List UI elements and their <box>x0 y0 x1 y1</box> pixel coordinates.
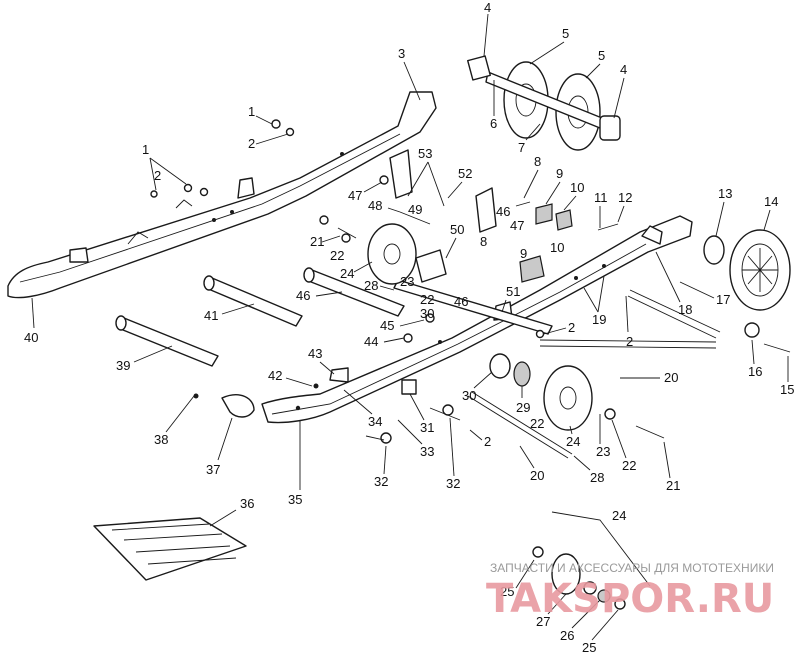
callout-40: 40 <box>24 330 38 345</box>
callout-33: 33 <box>420 444 434 459</box>
callout-12: 12 <box>618 190 632 205</box>
callout-21-a: 21 <box>310 234 324 249</box>
callout-29: 29 <box>516 400 530 415</box>
callout-4-a: 4 <box>484 0 491 15</box>
callout-36: 36 <box>240 496 254 511</box>
right-rail <box>261 215 693 424</box>
callout-46-c: 46 <box>496 204 510 219</box>
callout-51: 51 <box>506 284 520 299</box>
callout-5-b: 5 <box>598 48 605 63</box>
upper-idler-wheels <box>467 55 621 151</box>
callout-42: 42 <box>268 368 282 383</box>
callout-28-b: 28 <box>590 470 604 485</box>
callout-41: 41 <box>204 308 218 323</box>
callout-15: 15 <box>780 382 794 397</box>
callout-13: 13 <box>718 186 732 201</box>
callout-47-b: 47 <box>510 218 524 233</box>
track-protector-inset <box>93 517 247 581</box>
callout-52: 52 <box>458 166 472 181</box>
callout-20-b: 20 <box>530 468 544 483</box>
callout-30-a: 30 <box>420 306 434 321</box>
callout-1-a: 1 <box>248 104 255 119</box>
brackets <box>221 149 573 418</box>
callout-46-a: 46 <box>296 288 310 303</box>
callout-44: 44 <box>364 334 378 349</box>
callout-22-b: 22 <box>420 292 434 307</box>
callout-28-a: 28 <box>364 278 378 293</box>
callout-39: 39 <box>116 358 130 373</box>
callout-23-b: 23 <box>596 444 610 459</box>
callout-48: 48 <box>368 198 382 213</box>
callouts: 1 1 2 2 2 2 2 3 4 4 5 5 6 7 8 8 9 9 10 <box>24 0 794 654</box>
callout-17: 17 <box>716 292 730 307</box>
callout-6: 6 <box>490 116 497 131</box>
callout-3: 3 <box>398 46 405 61</box>
callout-24-c: 24 <box>612 508 626 523</box>
callout-25-a: 25 <box>500 584 514 599</box>
callout-32-b: 32 <box>446 476 460 491</box>
callout-10-b: 10 <box>550 240 564 255</box>
callout-19: 19 <box>592 312 606 327</box>
callout-5-a: 5 <box>562 26 569 41</box>
callout-8-b: 8 <box>480 234 487 249</box>
callout-22-d: 22 <box>622 458 636 473</box>
callout-24-a: 24 <box>340 266 354 281</box>
callout-22-c: 22 <box>530 416 544 431</box>
callout-35: 35 <box>288 492 302 507</box>
callout-21-b: 21 <box>666 478 680 493</box>
callout-8-a: 8 <box>534 154 541 169</box>
callout-10-a: 10 <box>570 180 584 195</box>
callout-20-a: 20 <box>664 370 678 385</box>
callout-34: 34 <box>368 414 382 429</box>
callout-2-e: 2 <box>484 434 491 449</box>
callout-38: 38 <box>154 432 168 447</box>
callout-31: 31 <box>420 420 434 435</box>
callout-9-a: 9 <box>556 166 563 181</box>
callout-11: 11 <box>594 190 608 205</box>
cross-shafts <box>115 267 721 459</box>
callout-4-b: 4 <box>620 62 627 77</box>
left-rail <box>7 91 437 299</box>
watermark-logo: TAKSPOR.RU <box>486 576 774 622</box>
callout-2-b: 2 <box>154 168 161 183</box>
rear-idler-wheel <box>703 229 791 311</box>
callout-7: 7 <box>518 140 525 155</box>
callout-9-b: 9 <box>520 246 527 261</box>
callout-53: 53 <box>418 146 432 161</box>
callout-37: 37 <box>206 462 220 477</box>
callout-26: 26 <box>560 628 574 643</box>
callout-18: 18 <box>678 302 692 317</box>
watermark: ЗАПЧАСТИ И АКСЕССУАРЫ ДЛЯ МОТОТЕХНИКИ TA… <box>486 561 774 622</box>
callout-49: 49 <box>408 202 422 217</box>
callout-2-c: 2 <box>568 320 575 335</box>
callout-27: 27 <box>536 614 550 629</box>
callout-47-a: 47 <box>348 188 362 203</box>
mid-idler-wheel <box>367 223 417 285</box>
callout-14: 14 <box>764 194 778 209</box>
callout-23-a: 23 <box>400 274 414 289</box>
callout-2-a: 2 <box>248 136 255 151</box>
callout-2-d: 2 <box>626 334 633 349</box>
callout-50: 50 <box>450 222 464 237</box>
callout-32-a: 32 <box>374 474 388 489</box>
callout-43: 43 <box>308 346 322 361</box>
lower-idler-wheel <box>489 353 593 431</box>
callout-1-b: 1 <box>142 142 149 157</box>
callout-25-b: 25 <box>582 640 596 654</box>
fasteners <box>150 119 791 462</box>
callout-16: 16 <box>748 364 762 379</box>
callout-46-b: 46 <box>454 294 468 309</box>
callout-22-a: 22 <box>330 248 344 263</box>
watermark-tagline: ЗАПЧАСТИ И АКСЕССУАРЫ ДЛЯ МОТОТЕХНИКИ <box>490 561 774 575</box>
callout-45: 45 <box>380 318 394 333</box>
callout-24-b: 24 <box>566 434 580 449</box>
callout-30-b: 30 <box>462 388 476 403</box>
